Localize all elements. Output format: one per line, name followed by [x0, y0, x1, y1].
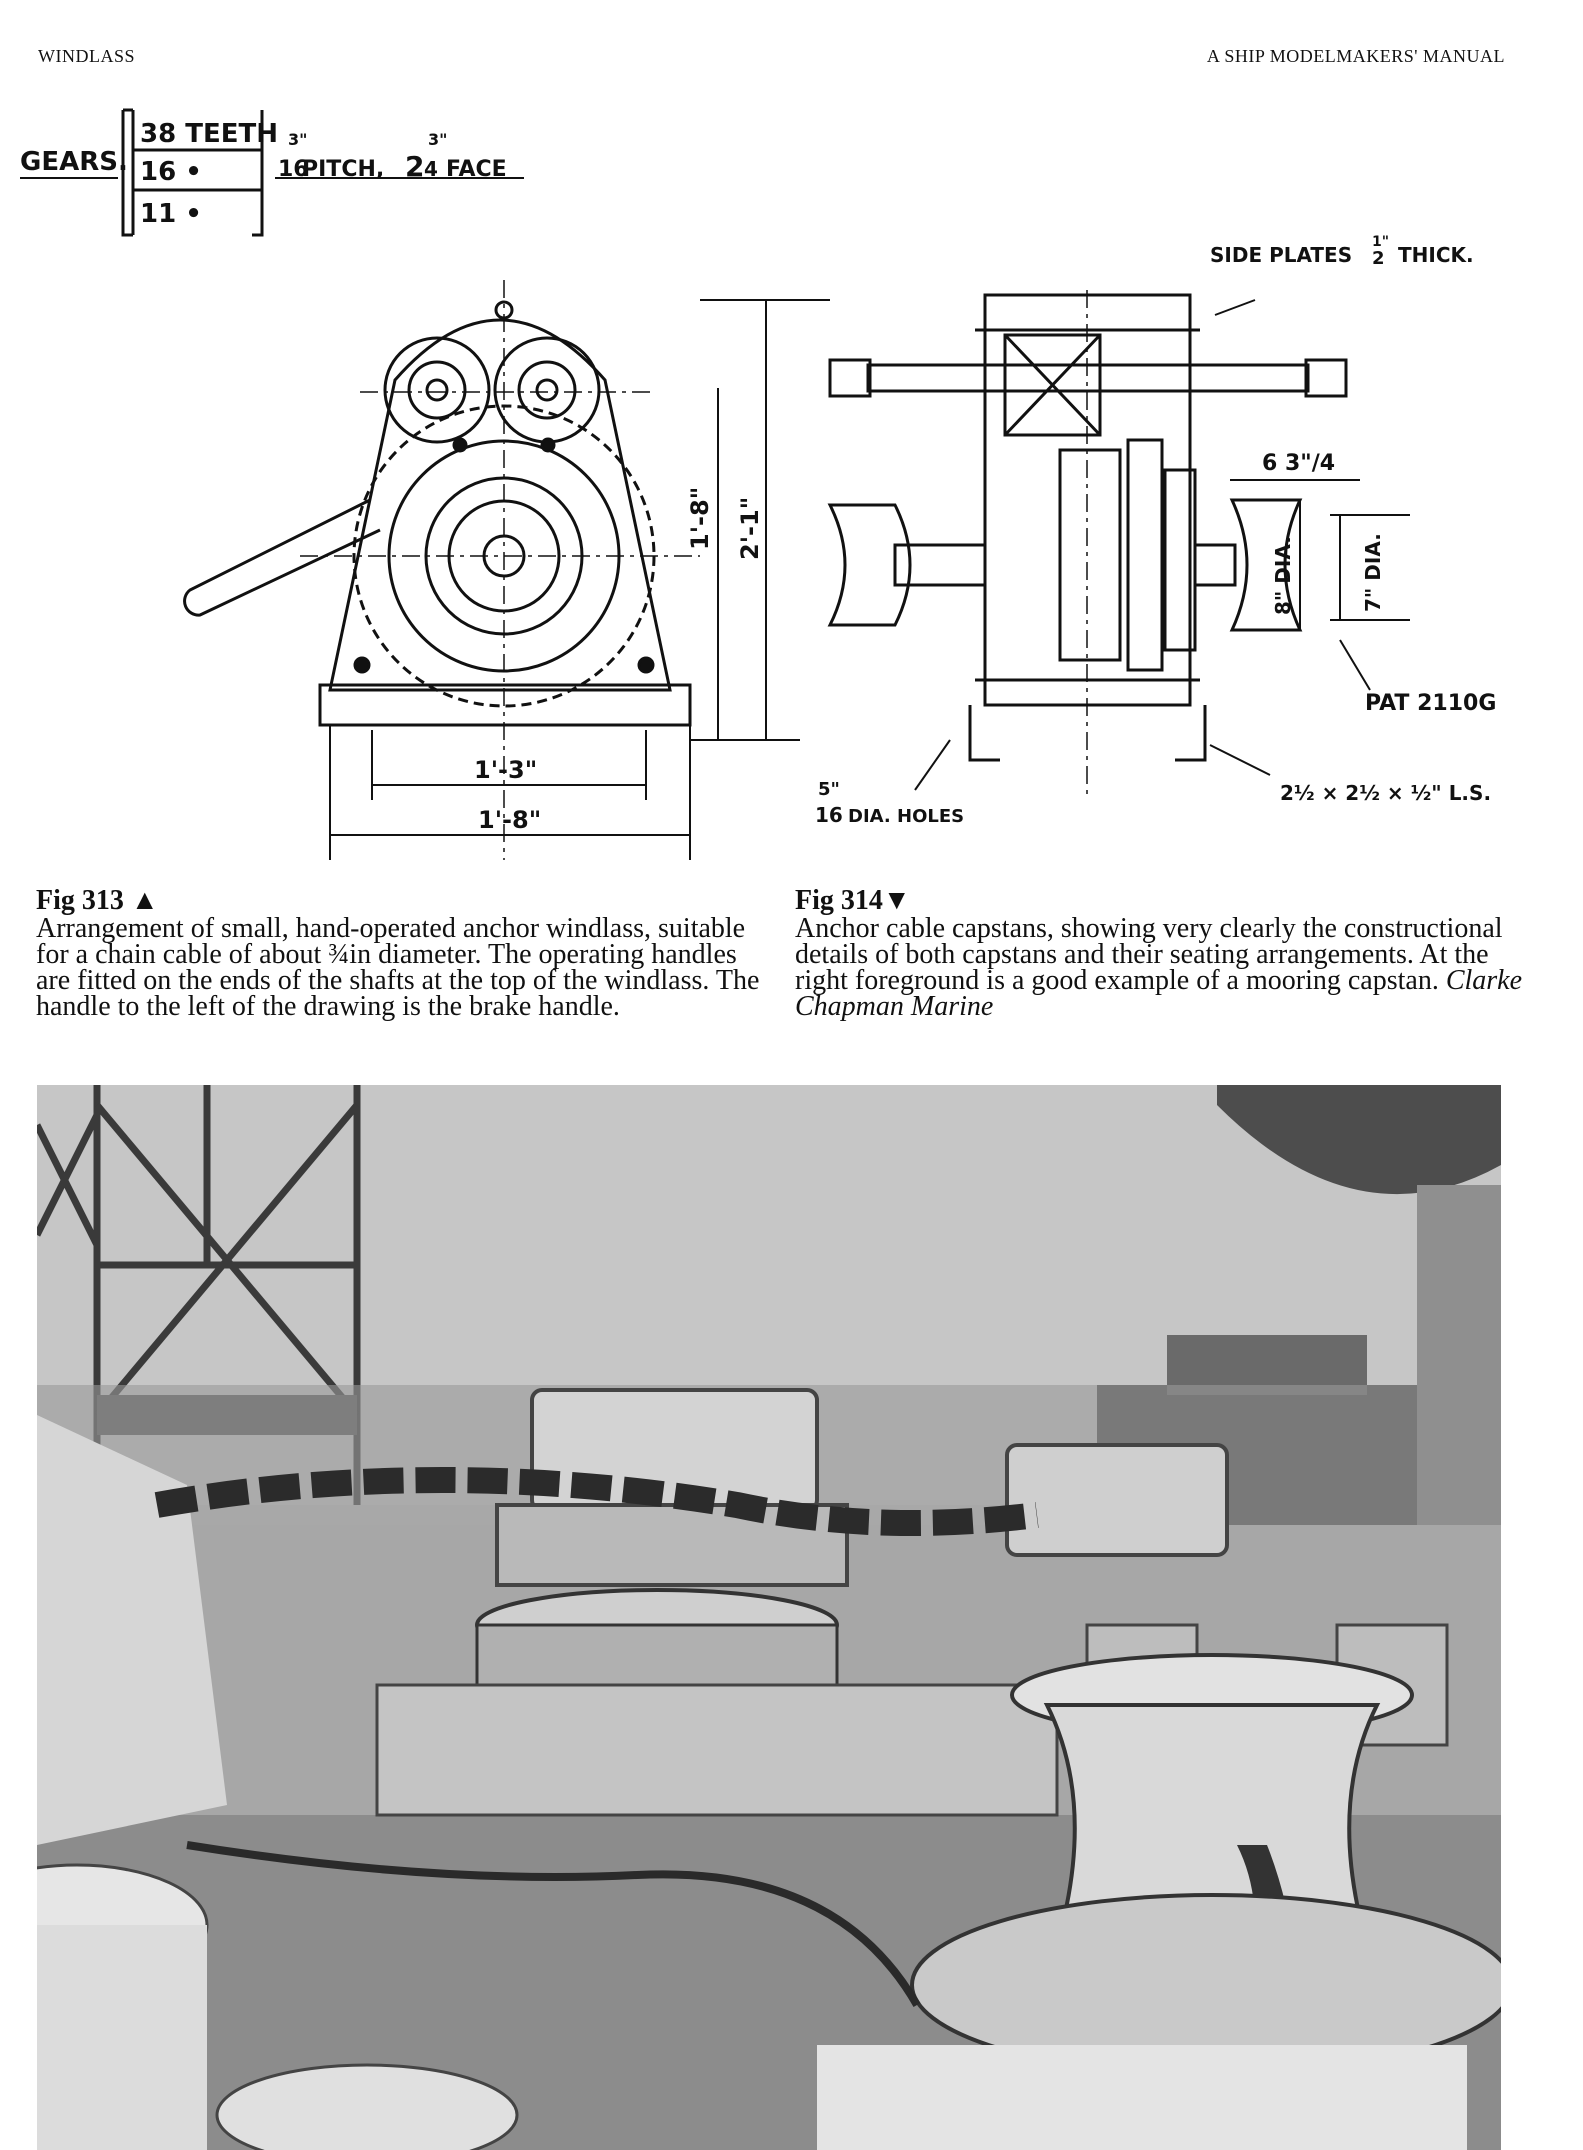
patent-label: PAT 2110G: [1365, 691, 1496, 716]
holes-denominator: 16: [815, 803, 843, 827]
holes-label: DIA. HOLES: [848, 806, 964, 827]
teeth-16-label: 16 •: [140, 157, 202, 187]
side-plates-numerator: 1": [1372, 234, 1389, 250]
dim-8-dia: 8" DIA.: [1271, 536, 1295, 615]
side-plates-thickness: THICK.: [1398, 243, 1474, 267]
face-label: FACE: [446, 157, 507, 182]
capstans-photo: [37, 1085, 1501, 2150]
side-plates-denominator: 2: [1372, 248, 1385, 269]
side-plates-label: SIDE PLATES: [1210, 243, 1352, 267]
face-denominator: 4: [424, 157, 438, 181]
teeth-11-label: 11 •: [140, 199, 202, 229]
face-whole: 2: [405, 150, 424, 183]
running-head-right: A SHIP MODELMAKERS' MANUAL: [1206, 46, 1505, 66]
windlass-drawing: GEARS. 38 TEETH 16 • 11 • 3" 16 PITCH, 2…: [20, 108, 1496, 860]
dim-height-1-8: 1'-8": [686, 487, 714, 550]
dim-width-1-3: 1'-3": [474, 756, 537, 784]
pitch-numerator: 3": [288, 130, 307, 149]
angle-size-label: 2½ × 2½ × ½" L.S.: [1280, 781, 1491, 805]
teeth-38-label: 38 TEETH: [140, 119, 278, 149]
caption-fig-314-credit: Clarke Chapman Marine: [795, 965, 1523, 1022]
caption-fig-314-text: Anchor cable capstans, showing very clea…: [795, 913, 1503, 996]
dim-width-1-8: 1'-8": [478, 806, 541, 834]
gears-label: GEARS.: [20, 147, 128, 177]
caption-fig-313-label: Fig 313 ▲: [36, 885, 159, 916]
holes-numerator: 5": [818, 779, 840, 800]
caption-fig-314-label: Fig 314▼: [795, 885, 911, 916]
caption-fig-313: Fig 313 ▲ Arrangement of small, hand-ope…: [36, 885, 766, 1022]
dim-6-3-4: 6 3"/4: [1262, 451, 1335, 476]
dim-height-2-1: 2'-1": [736, 497, 764, 560]
caption-fig-314: Fig 314▼ Anchor cable capstans, showing …: [795, 885, 1525, 1022]
running-head-left: WINDLASS: [38, 46, 135, 66]
pitch-label: PITCH,: [302, 157, 384, 182]
face-numerator: 3": [428, 130, 447, 149]
dim-7-dia: 7" DIA.: [1361, 533, 1385, 612]
capstans-photo-illustration: [37, 1085, 1501, 2150]
caption-fig-313-text: Arrangement of small, hand-operated anch…: [36, 913, 760, 1022]
pitch-denominator: 16: [278, 157, 309, 182]
